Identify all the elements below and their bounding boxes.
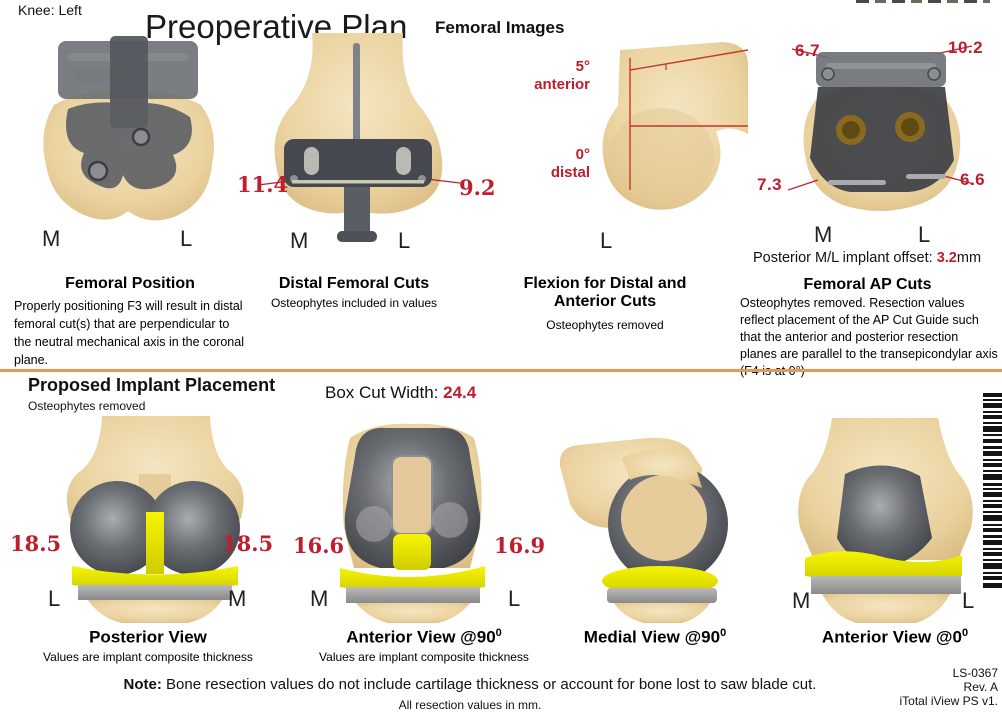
software-version: iTotal iView PS v1.	[899, 694, 999, 709]
document-id-block: LS-0367 Rev. A iTotal iView PS v1.	[818, 666, 999, 709]
box-cut-value: 24.4	[443, 383, 477, 402]
anterior-view-90-image	[340, 423, 485, 623]
flexion-angle-anterior-label: anterior	[534, 76, 590, 93]
side-label-medial: M	[792, 588, 811, 613]
panel-description: Properly positioning F3 will result in d…	[14, 299, 244, 368]
note-label: Note:	[123, 676, 162, 693]
posterior-view-image	[66, 416, 244, 623]
ap-value-anterior-lateral: 10.2	[948, 38, 984, 57]
panel-title: Anterior View @900	[346, 627, 502, 647]
note-text: Bone resection values do not include car…	[161, 676, 817, 693]
medial-view-90-image	[559, 437, 728, 623]
femoral-ap-cuts-image	[788, 45, 974, 211]
flexion-image	[602, 42, 748, 210]
ap-value-posterior-lateral: 6.6	[960, 170, 986, 189]
offset-unit: mm	[956, 250, 982, 266]
panel-subtitle: Osteophytes removed	[546, 318, 664, 332]
side-label-medial: M	[310, 586, 329, 611]
panel-subtitle: Osteophytes included in values	[270, 296, 438, 310]
box-cut-width-line: Box Cut Width: 24.4	[325, 383, 476, 403]
offset-value: 3.2	[936, 250, 957, 266]
resection-value: 9.2	[459, 175, 496, 200]
offset-label: Posterior M/L implant offset:	[752, 250, 933, 266]
panel-subtitle: Values are implant composite thickness	[43, 650, 253, 664]
side-label-lateral: L	[962, 588, 975, 613]
panel-title: Anterior View @00	[821, 627, 969, 647]
panel-title: Femoral Position	[65, 275, 195, 292]
resection-value: 11.4	[237, 172, 289, 197]
panel-description: Osteophytes removed. Resection values re…	[740, 296, 998, 378]
side-label-lateral: L	[180, 226, 193, 251]
panel-title: Distal Femoral Cuts	[278, 275, 430, 292]
knee-side-label: Knee: Left	[18, 2, 82, 18]
flexion-angle-distal-value: 0°	[575, 146, 590, 163]
femoral-images-heading: Femoral Images	[435, 18, 565, 37]
implant-section-heading: Proposed Implant Placement	[28, 375, 276, 395]
side-label-lateral: L	[918, 222, 931, 247]
footer-note: Note: Bone resection values do not inclu…	[0, 676, 940, 693]
side-label-lateral: L	[600, 228, 613, 253]
distal-femoral-cuts-image	[257, 33, 461, 242]
section-divider	[0, 369, 1002, 372]
anterior-view-0-image	[798, 418, 973, 623]
side-label-medial: M	[42, 226, 61, 251]
flexion-angle-distal-label: distal	[550, 164, 590, 181]
ap-value-anterior-medial: 6.7	[795, 41, 821, 60]
document-revision: Rev. A	[963, 680, 998, 695]
panel-title: Femoral AP Cuts	[803, 276, 932, 293]
composite-thickness-value: 18.5	[10, 531, 62, 556]
ap-value-posterior-medial: 7.3	[757, 175, 783, 194]
barcode	[983, 393, 1002, 588]
side-label-lateral: L	[48, 586, 61, 611]
femoral-position-image	[43, 36, 214, 221]
side-label-medial: M	[228, 586, 247, 611]
box-cut-label: Box Cut Width:	[325, 383, 439, 402]
implant-section-subheading: Osteophytes removed	[28, 399, 146, 413]
footer-note-sub: All resection values in mm.	[398, 698, 542, 712]
side-label-medial: M	[290, 228, 309, 253]
panel-title: Medial View @900	[583, 627, 727, 647]
side-label-lateral: L	[508, 586, 521, 611]
composite-thickness-value: 18.5	[222, 531, 274, 556]
cropped-text-fragment	[856, 0, 990, 3]
composite-thickness-value: 16.6	[293, 533, 345, 558]
side-label-medial: M	[814, 222, 833, 247]
posterior-offset-line: Posterior M/L implant offset: 3.2mm	[732, 250, 1002, 266]
flexion-angle-anterior-value: 5°	[575, 58, 590, 75]
composite-thickness-value: 16.9	[494, 533, 546, 558]
panel-title: Flexion for Distal and Anterior Cuts	[523, 275, 687, 310]
panel-subtitle: Values are implant composite thickness	[319, 650, 529, 664]
document-id: LS-0367	[952, 666, 998, 680]
side-label-lateral: L	[398, 228, 411, 253]
panel-title: Posterior View	[89, 627, 207, 647]
